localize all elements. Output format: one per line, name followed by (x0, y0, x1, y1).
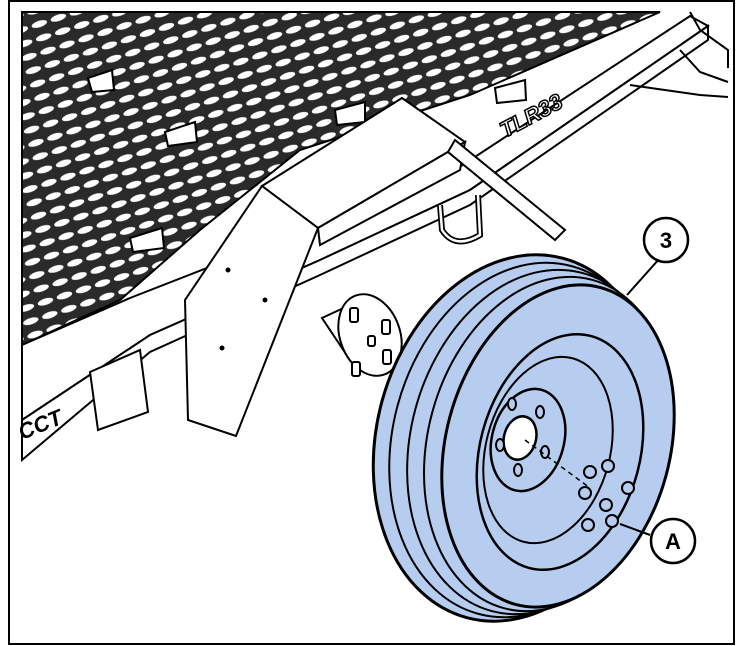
lug-holes (495, 397, 550, 477)
callout-3-leader (626, 257, 661, 296)
wheel-assembly (371, 253, 676, 623)
fender-holes (219, 267, 268, 351)
fender-front (316, 140, 467, 247)
callout-3-label: 3 (660, 228, 672, 253)
callout-a-label: A (665, 529, 681, 554)
center-bore (502, 415, 538, 461)
callout-a-leader (619, 523, 651, 536)
lug-nuts (578, 459, 635, 532)
frame-bracket (88, 348, 150, 432)
hub-studs (349, 307, 392, 377)
callout-3-circle (642, 216, 690, 264)
callout-a-circle (649, 517, 697, 565)
diagonal-brace (446, 138, 567, 242)
hitch-structure (629, 11, 729, 98)
centerline (524, 439, 591, 489)
fender-side (183, 184, 320, 438)
